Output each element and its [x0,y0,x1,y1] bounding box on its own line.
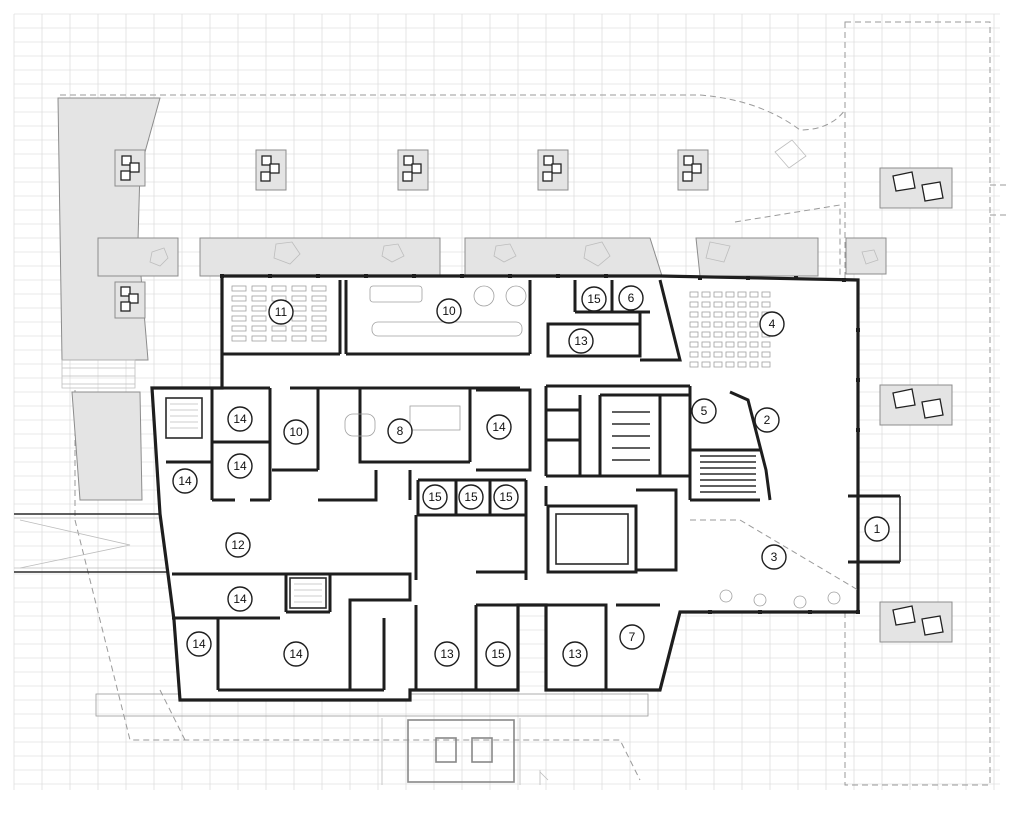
room-label-14-d: 14 [486,414,512,440]
room-label-11: 11 [268,299,294,325]
svg-text:11: 11 [275,305,288,319]
room-label-10-west: 10 [283,419,309,445]
svg-text:13: 13 [568,647,582,661]
room-label-14-f: 14 [186,631,212,657]
svg-text:3: 3 [771,550,778,564]
room-label-13-north: 13 [568,328,594,354]
svg-text:1: 1 [874,522,881,536]
svg-text:2: 2 [764,413,771,427]
room-label-13-south-a: 13 [434,641,460,667]
svg-text:13: 13 [440,647,454,661]
room-label-13-south-b: 13 [562,641,588,667]
room-label-8: 8 [387,418,413,444]
north-planters [97,237,887,277]
room-label-14-c: 14 [172,468,198,494]
svg-text:10: 10 [289,425,303,439]
room-label-15-b: 15 [458,484,484,510]
svg-text:4: 4 [769,317,776,331]
room-label-14-b: 14 [227,453,253,479]
svg-text:12: 12 [231,538,245,552]
svg-text:14: 14 [492,420,506,434]
svg-text:15: 15 [491,647,505,661]
interior-walls [165,279,772,692]
room-label-10-north: 10 [436,298,462,324]
furniture [231,285,859,609]
svg-text:15: 15 [587,292,601,306]
room-label-6: 6 [618,285,644,311]
room-label-15-a: 15 [422,484,448,510]
tree-planters [114,139,953,643]
svg-text:15: 15 [428,490,442,504]
room-labels: 1 2 3 4 5 6 7 8 10 10 11 12 13 13 13 14 … [172,285,890,667]
room-label-14-e: 14 [227,586,253,612]
svg-text:15: 15 [464,490,478,504]
site-outline [60,21,1010,786]
svg-text:14: 14 [233,459,247,473]
svg-text:6: 6 [628,291,635,305]
room-label-5: 5 [691,398,717,424]
svg-text:14: 14 [289,647,303,661]
room-label-14-a: 14 [227,406,253,432]
room-label-3: 3 [761,544,787,570]
east-vestibule [848,494,901,564]
svg-text:14: 14 [233,412,247,426]
svg-text:13: 13 [574,334,588,348]
room-label-15-c: 15 [493,484,519,510]
svg-text:7: 7 [629,630,636,644]
svg-text:10: 10 [442,304,456,318]
svg-text:8: 8 [397,424,404,438]
room-label-2: 2 [754,407,780,433]
room-label-15-north: 15 [581,286,607,312]
svg-text:5: 5 [701,404,708,418]
svg-text:14: 14 [233,592,247,606]
room-label-15-south: 15 [485,641,511,667]
svg-text:15: 15 [499,490,513,504]
room-label-14-g: 14 [283,641,309,667]
room-label-1: 1 [864,516,890,542]
room-label-12: 12 [225,532,251,558]
room-label-4: 4 [759,311,785,337]
svg-text:14: 14 [192,637,206,651]
room-label-7: 7 [619,624,645,650]
svg-text:14: 14 [178,474,192,488]
